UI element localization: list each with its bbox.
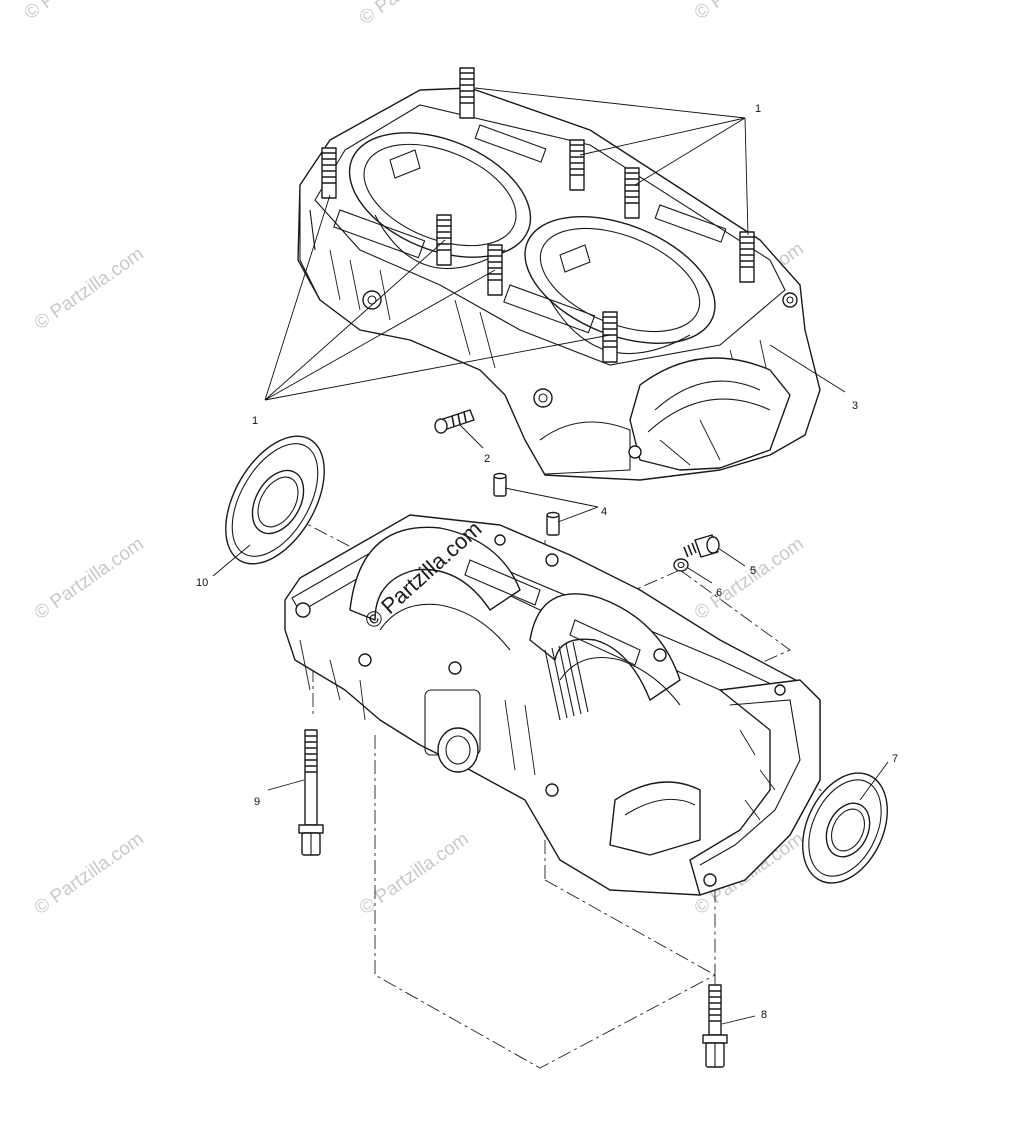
watermark: © Partzilla.com [31, 828, 148, 919]
callout-3: 3 [852, 400, 858, 412]
watermark: © Partzilla.com [21, 0, 138, 24]
stud [569, 139, 585, 191]
dowel-pin [493, 472, 507, 497]
callout-labels: 1 1 2 3 4 5 6 7 8 9 10 [196, 103, 898, 1021]
callout-1-left: 1 [252, 415, 258, 427]
oil-seal-part-7 [802, 772, 888, 884]
stud [459, 67, 475, 119]
callout-6: 6 [716, 587, 722, 599]
stud [436, 214, 452, 266]
stud [321, 147, 337, 199]
oil-seal-part-10 [225, 435, 325, 565]
callout-9: 9 [254, 796, 260, 808]
callout-7: 7 [892, 753, 898, 765]
watermark: © Partzilla.com [691, 0, 808, 24]
bolt-part-9 [298, 729, 324, 856]
watermark: © Partzilla.com [356, 828, 473, 919]
watermark: © Partzilla.com [31, 243, 148, 334]
stud [624, 167, 640, 219]
dowel-pins [493, 472, 560, 536]
callout-5: 5 [750, 565, 756, 577]
fitting-part-2 [434, 409, 475, 434]
stud [602, 311, 618, 363]
washer-part-6 [673, 558, 689, 572]
watermark: © Partzilla.com [31, 533, 148, 624]
callout-10: 10 [196, 577, 208, 589]
callout-4: 4 [601, 506, 607, 518]
dowel-pin [546, 511, 560, 536]
callout-2: 2 [484, 453, 490, 465]
screw-part-5 [683, 534, 720, 558]
stud [739, 231, 755, 283]
watermark: © Partzilla.com [356, 0, 473, 29]
lower-crankcase [284, 514, 821, 896]
upper-crankcase [297, 87, 821, 481]
cylinder-studs [321, 67, 755, 363]
callout-8: 8 [761, 1009, 767, 1021]
leader-lines [212, 87, 889, 1025]
callout-1-top: 1 [755, 103, 761, 115]
bolt-part-8 [702, 984, 728, 1068]
